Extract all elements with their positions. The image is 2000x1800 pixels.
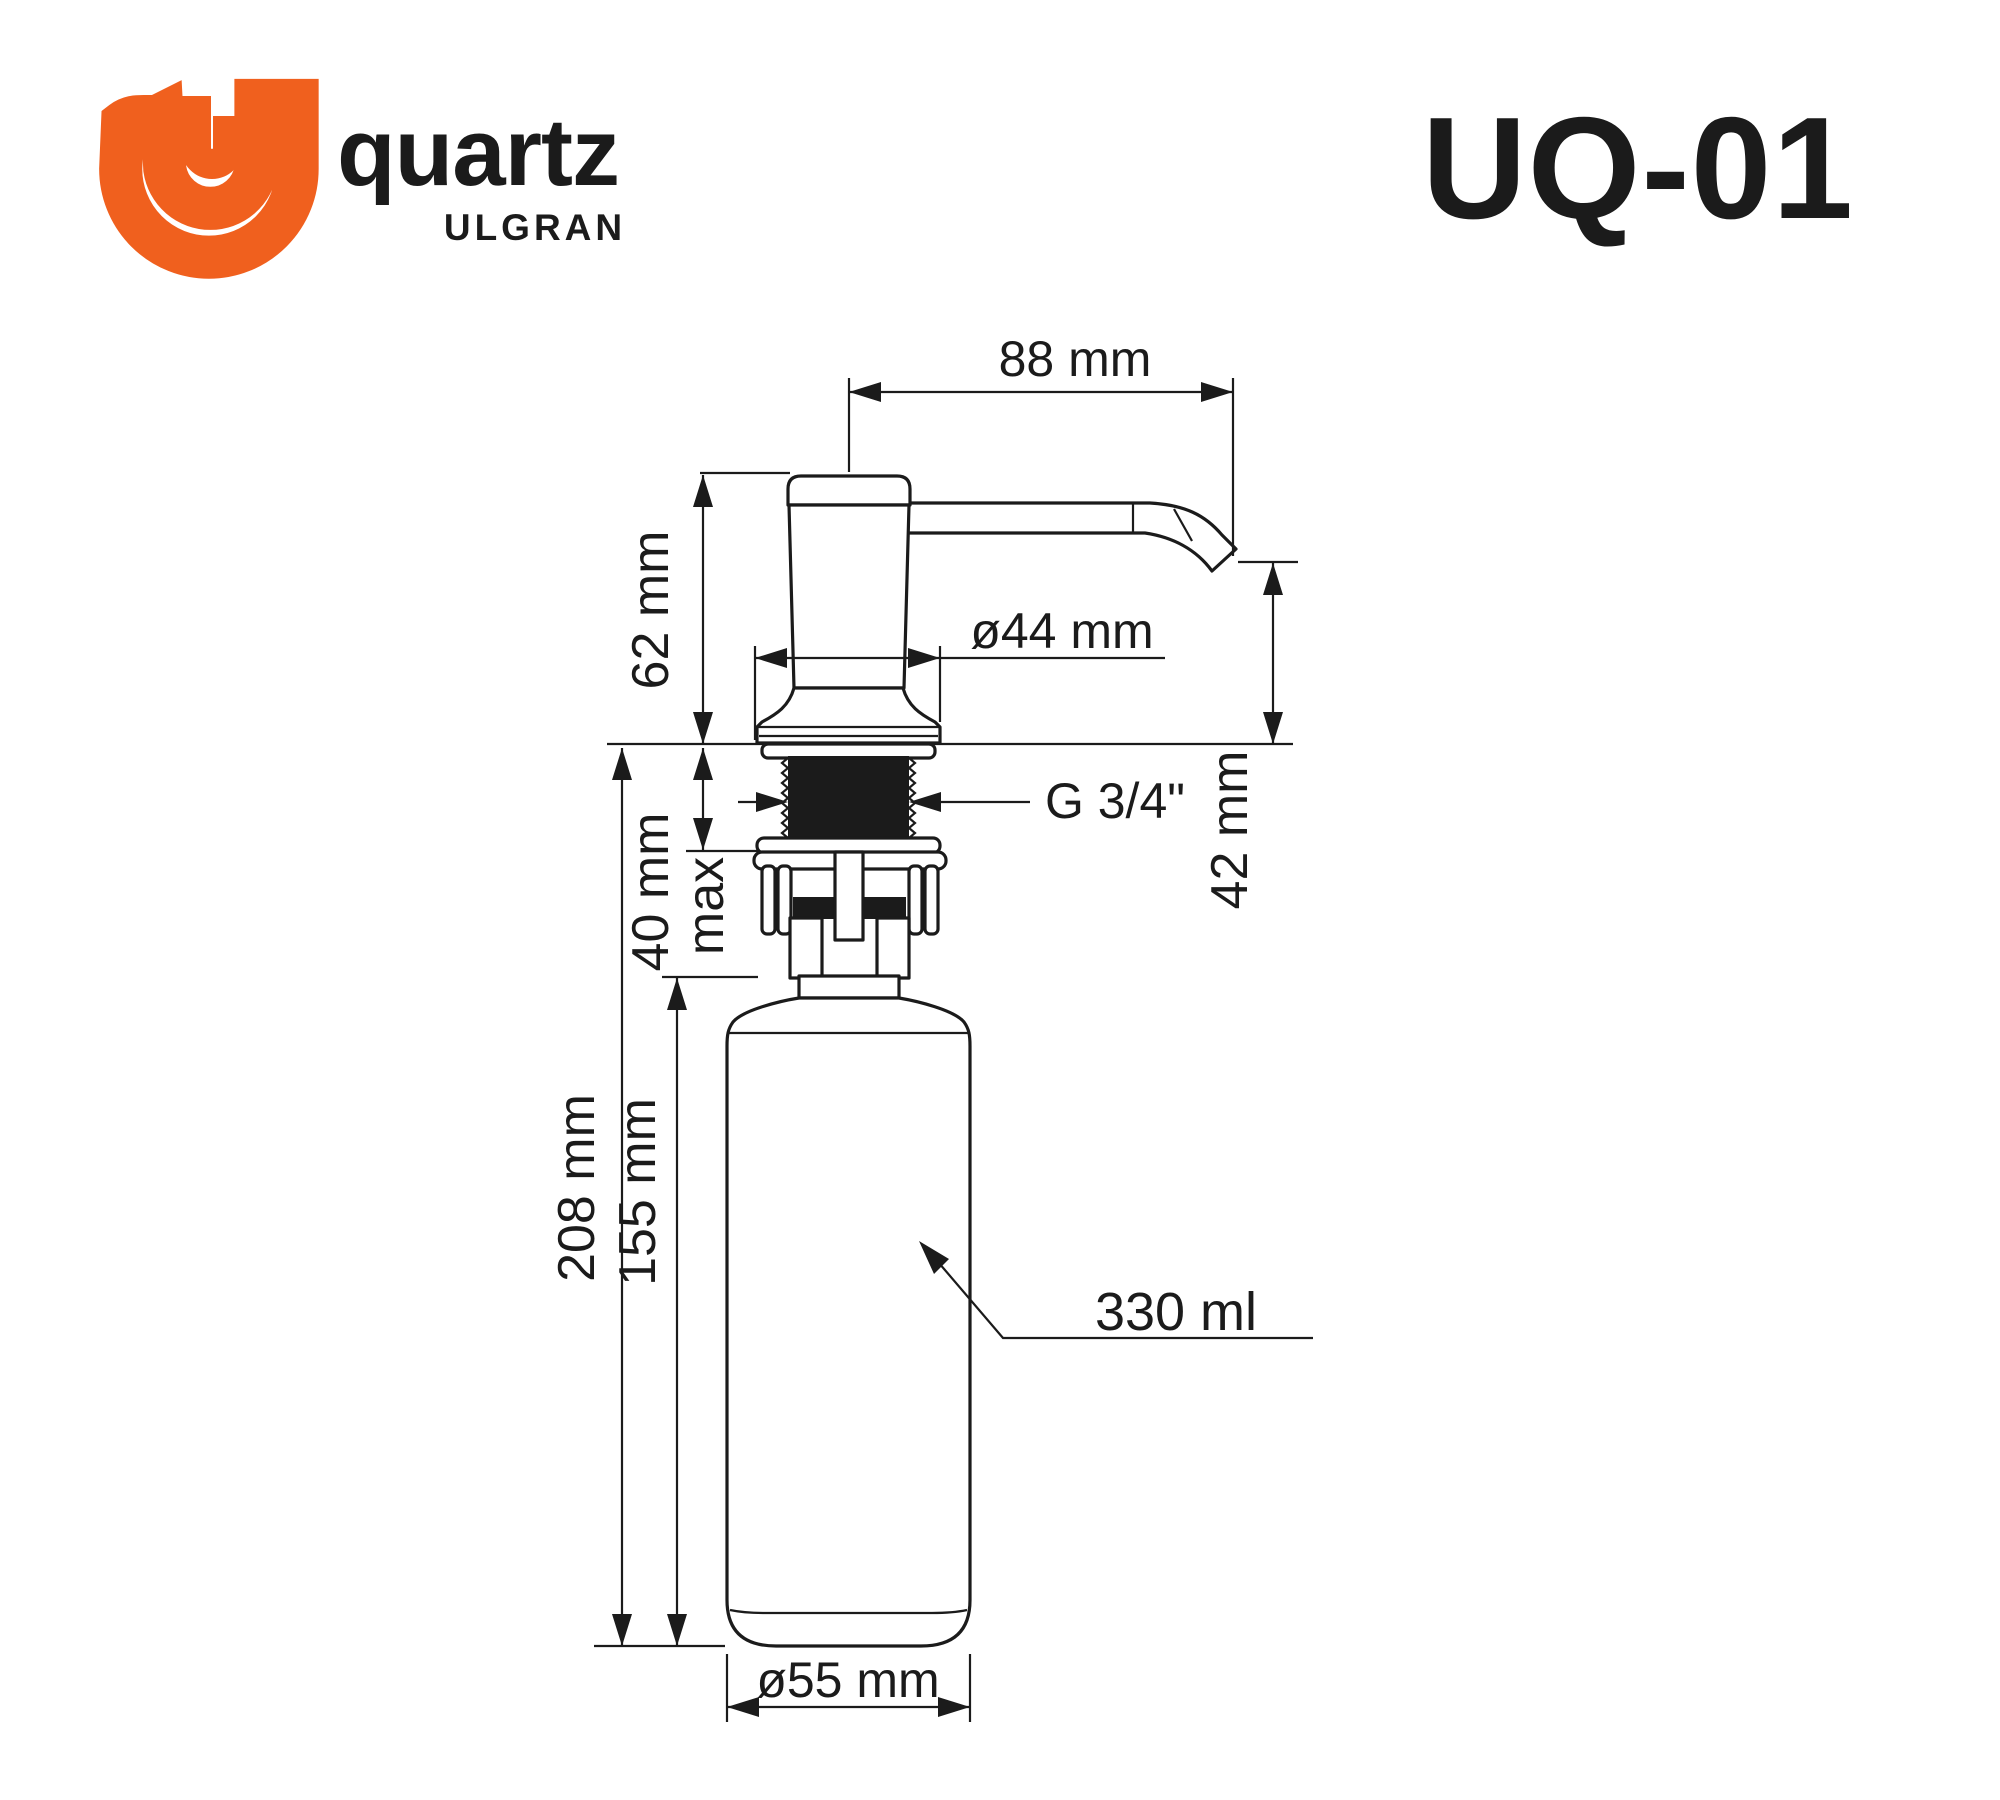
dim-bottle-height: 155 mm: [594, 975, 758, 1648]
dimension-annotations: 88 mm 62 mm ø44 mm G 3/4": [548, 331, 1313, 1722]
dim-spout-to-deck: 42 mm: [1201, 560, 1298, 910]
base-collar: [760, 742, 937, 760]
spout: [903, 501, 1238, 573]
ulgran-u-icon: [99, 78, 319, 279]
brand-logo: quartz ULGRAN: [99, 78, 626, 279]
dim-head-height-label: 62 mm: [622, 531, 680, 690]
thread-size-label: G 3/4": [1045, 773, 1185, 829]
locknut-rib: [907, 864, 924, 936]
pump-stem: [833, 850, 865, 942]
pump-head-base: [755, 686, 942, 745]
bottle: [725, 996, 972, 1648]
dim-deck-thickness-label: 40 mm: [622, 813, 680, 972]
pump-head-body: [787, 503, 911, 690]
dim-flange-diameter-label: ø44 mm: [970, 603, 1153, 659]
model-number: UQ-01: [1422, 87, 1854, 249]
locknut-rib: [923, 864, 940, 936]
dim-spout-to-deck-label: 42 mm: [1201, 751, 1259, 910]
brand-wordmark: quartz: [337, 99, 619, 206]
bottle-volume-label: 330 ml: [1095, 1282, 1257, 1342]
dim-overall-height-label: 208 mm: [548, 1094, 606, 1282]
thread-callout: G 3/4": [738, 773, 1185, 829]
bottle-neck: [797, 974, 901, 1000]
locknut-rib: [776, 864, 793, 936]
dim-bottle-diameter: ø55 mm: [725, 1652, 972, 1722]
dim-head-height: 62 mm: [622, 471, 790, 744]
brand-subtitle: ULGRAN: [444, 207, 626, 248]
dim-spout-reach-label: 88 mm: [999, 331, 1152, 387]
dim-flange-diameter: ø44 mm: [753, 603, 1165, 740]
dim-bottle-diameter-label: ø55 mm: [756, 1652, 939, 1708]
volume-callout: 330 ml: [919, 1241, 1313, 1342]
dim-deck-thickness-qualifier: max: [677, 857, 735, 955]
dim-overall-height: 208 mm: [548, 748, 632, 1646]
dim-deck-thickness: 40 mm max: [622, 748, 758, 971]
dispenser-drawing: [607, 474, 1293, 1648]
threaded-shank: [788, 756, 909, 838]
pump-tube-left: [788, 916, 824, 980]
pump-head-cap: [786, 474, 912, 507]
dim-spout-reach: 88 mm: [847, 331, 1235, 556]
locknut-rib: [760, 864, 777, 936]
pump-tube-right: [875, 916, 911, 980]
dim-bottle-height-label: 155 mm: [609, 1098, 667, 1286]
